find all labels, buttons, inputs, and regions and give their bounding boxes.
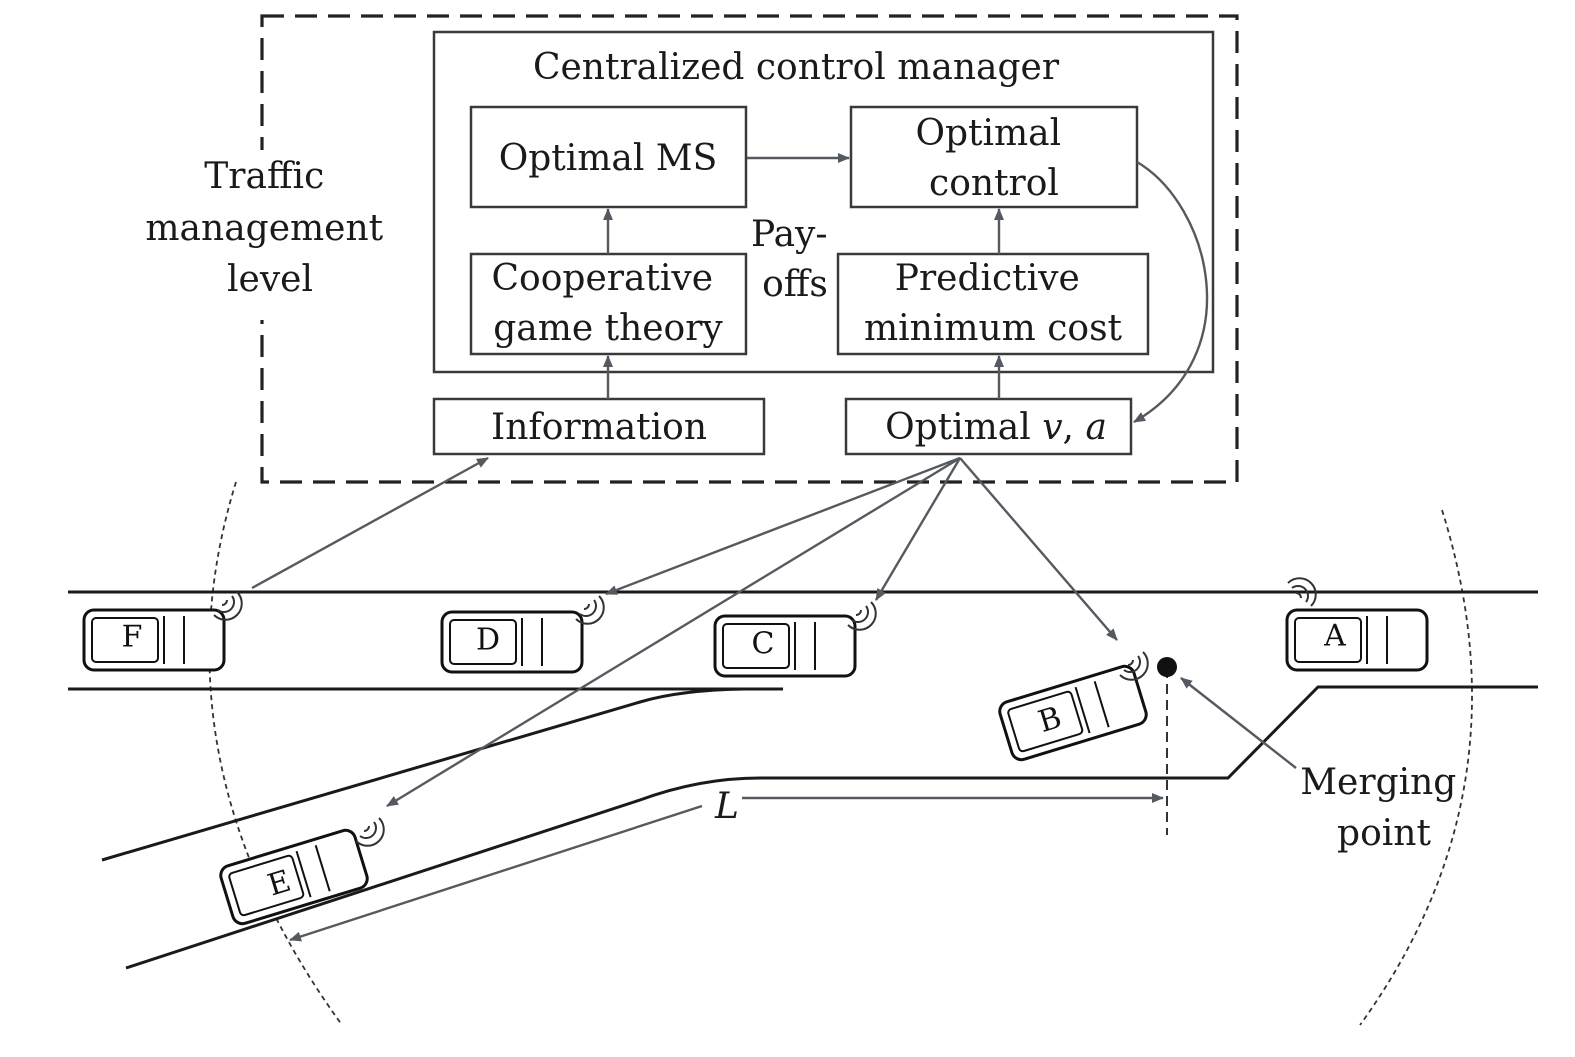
- arrow-to-car-c: [874, 457, 962, 601]
- label-mask: [250, 150, 274, 320]
- range-arc-right: [1359, 509, 1473, 1026]
- arrow-to-car-e: [386, 456, 961, 808]
- car-e: E: [219, 828, 369, 926]
- cooperative-game-theory-box: [469, 252, 748, 356]
- distance-label: L: [714, 786, 739, 827]
- information-box: [432, 397, 766, 456]
- optimal-control-box: [849, 105, 1139, 209]
- arrow-to-car-b: [959, 457, 1118, 641]
- merging-point-label: Merging point: [1300, 762, 1468, 854]
- optimal-va-label: Optimal v, a: [885, 407, 1107, 448]
- merging-point-pointer: [1180, 677, 1297, 769]
- car-a: A: [1285, 608, 1429, 672]
- predictive-minimum-cost-label: Predictive minimum cost: [864, 258, 1123, 349]
- optimal-control-label: Optimal control: [915, 113, 1072, 204]
- car-f: F: [82, 608, 226, 672]
- ramp-upper-edge: [101, 687, 746, 862]
- arrow-to-car-d: [605, 456, 961, 596]
- cooperative-game-theory-label: Cooperative game theory: [492, 258, 725, 349]
- car-e-signal-icon: [355, 817, 385, 847]
- information-label: Information: [491, 407, 707, 448]
- car-d: D: [440, 610, 584, 674]
- arrow-car-f-to-information: [251, 456, 489, 590]
- car-b: B: [998, 664, 1148, 762]
- optimal-ms-label: Optimal MS: [499, 138, 718, 179]
- optimal-ms-box: [469, 105, 748, 209]
- car-a-label: A: [1323, 619, 1346, 654]
- optimal-va-box: [844, 397, 1133, 456]
- range-arc-left: [208, 481, 343, 1026]
- car-c: C: [713, 614, 857, 678]
- ramp-lower-edge: [125, 685, 1538, 970]
- payoffs-label: Pay- offs: [751, 214, 839, 305]
- car-f-label: F: [122, 620, 143, 655]
- management-level-label: Traffic management level: [145, 156, 394, 300]
- distance-arrow-ramp: [289, 804, 703, 942]
- merging-point-dot: [1157, 657, 1177, 677]
- control-manager-title: Centralized control manager: [533, 47, 1060, 88]
- car-d-label: D: [476, 623, 500, 658]
- car-c-label: C: [752, 627, 775, 662]
- predictive-minimum-cost-box: [836, 252, 1150, 356]
- control-manager-box: [432, 30, 1215, 374]
- arrow-control-to-optimal-va: [1133, 160, 1209, 424]
